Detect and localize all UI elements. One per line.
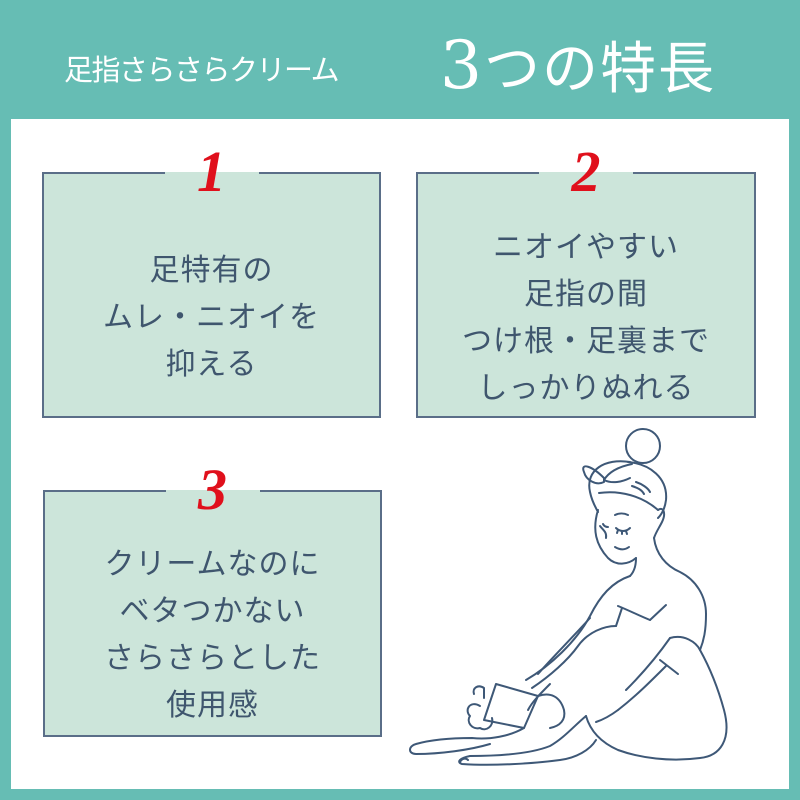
feature-number: 1 — [197, 139, 226, 204]
feature-line: さらさらとした — [104, 641, 321, 676]
feature-number: 2 — [571, 139, 601, 204]
title-number: 3 — [440, 27, 484, 104]
page-title: 3つの特長 — [440, 28, 716, 108]
feature-text: クリームなのに ベタつかない さらさらとした 使用感 — [45, 541, 380, 729]
feature-line: クリームなのに — [104, 547, 321, 582]
woman-applying-cream-illustration-icon — [400, 420, 780, 780]
feature-number: 3 — [198, 457, 227, 522]
feature-line: つけ根・足裏まで — [462, 324, 710, 359]
feature-line: ベタつかない — [119, 594, 306, 629]
feature-line: 足指の間 — [524, 277, 648, 312]
header-banner: 足指さらさらクリーム 3つの特長 — [0, 0, 800, 119]
feature-number-badge: 1 — [164, 142, 259, 202]
feature-line: ムレ・ニオイを — [103, 300, 320, 335]
feature-number-badge: 3 — [165, 460, 260, 520]
feature-line: 使用感 — [166, 688, 259, 723]
title-text: つの特長 — [484, 37, 716, 102]
feature-line: しっかりぬれる — [477, 371, 695, 406]
feature-box-2: 2 ニオイやすい 足指の間 つけ根・足裏まで しっかりぬれる — [416, 142, 756, 418]
feature-box-3: 3 クリームなのに ベタつかない さらさらとした 使用感 — [43, 460, 382, 737]
feature-text: ニオイやすい 足指の間 つけ根・足裏まで しっかりぬれる — [418, 224, 754, 412]
feature-number-badge: 2 — [539, 142, 633, 202]
product-name: 足指さらさらクリーム — [64, 53, 340, 87]
feature-text: 足特有の ムレ・ニオイを 抑える — [44, 247, 379, 388]
feature-line: 足特有の — [149, 253, 274, 288]
feature-line: 抑える — [165, 347, 258, 382]
feature-line: ニオイやすい — [493, 230, 679, 265]
feature-box-1: 1 足特有の ムレ・ニオイを 抑える — [42, 142, 381, 418]
